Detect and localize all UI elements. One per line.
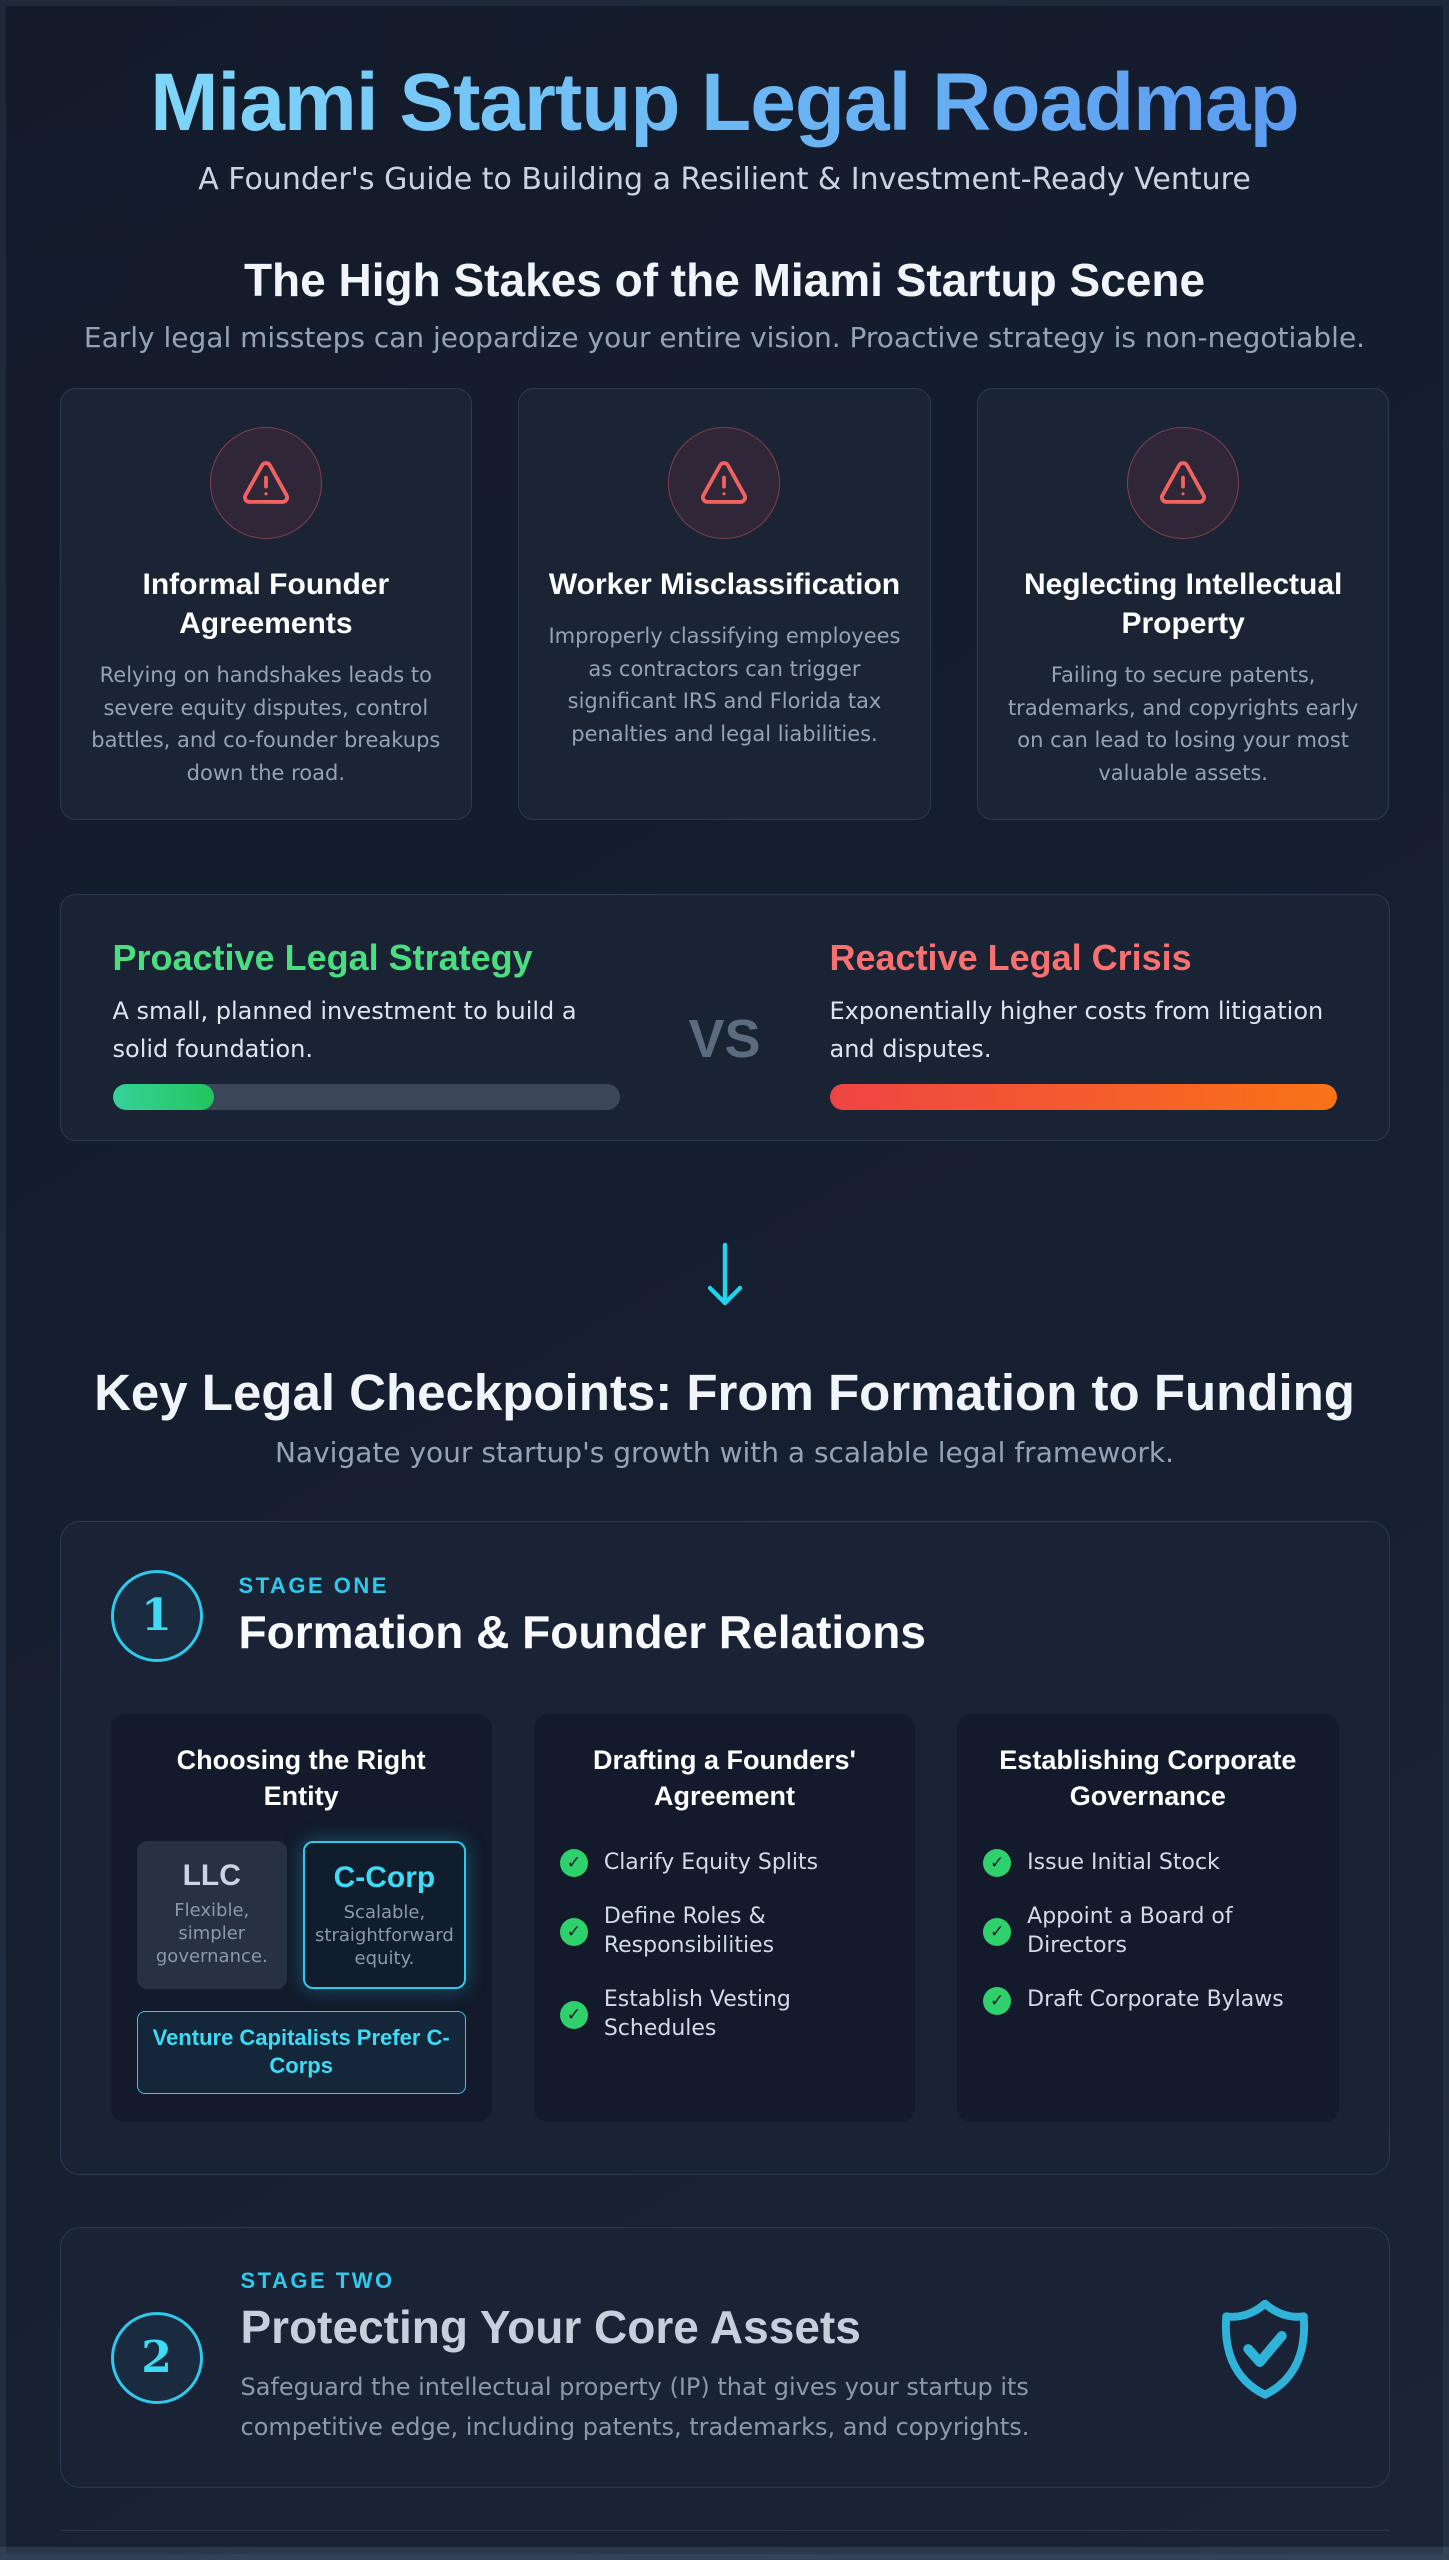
check-circle-icon: ✓	[983, 1986, 1012, 2015]
checkpoints-heading: Key Legal Checkpoints: From Formation to…	[94, 1363, 1355, 1421]
stake-card-worker-misclassification: Worker Misclassification Improperly clas…	[518, 388, 931, 821]
checklist-item-label: Draft Corporate Bylaws	[1027, 1987, 1284, 2013]
header: Miami Startup Legal Roadmap A Founder's …	[0, 0, 1449, 197]
stakes-section-head: The High Stakes of the Miami Startup Sce…	[60, 253, 1390, 354]
down-arrow-icon	[707, 1242, 742, 1305]
reactive-bar-fill	[829, 1083, 1337, 1110]
proactive-column: Proactive Legal Strategy A small, planne…	[112, 937, 620, 1110]
reactive-bar-track	[829, 1083, 1337, 1110]
stage-one-label: STAGE ONE	[238, 1572, 389, 1598]
checkpoints-section-head: Key Legal Checkpoints: From Formation to…	[60, 1363, 1390, 1469]
warning-triangle-icon	[242, 461, 289, 504]
footer: fornarolegal.com	[0, 2530, 1449, 2560]
founders-checklist: ✓ Clarify Equity Splits ✓ Define Roles &…	[559, 1848, 889, 2044]
reactive-body: Exponentially higher costs from litigati…	[829, 997, 1324, 1063]
check-circle-icon: ✓	[983, 1848, 1012, 1877]
check-circle-icon: ✓	[559, 1917, 588, 1946]
founders-card-title: Drafting a Founders' Agreement	[593, 1744, 856, 1812]
founders-agreement-card: Drafting a Founders' Agreement ✓ Clarify…	[533, 1713, 916, 2122]
ccorp-option: C-Corp Scalable, straightforward equity.	[303, 1840, 466, 1989]
vc-preference-banner: Venture Capitalists Prefer C-Corps	[136, 2010, 466, 2094]
stakes-subheading: Early legal missteps can jeopardize your…	[83, 321, 1366, 355]
reactive-column: Reactive Legal Crisis Exponentially high…	[829, 937, 1337, 1110]
llc-desc: Flexible, simpler governance.	[155, 1899, 268, 1968]
stake-card-title: Informal Founder Agreements	[142, 568, 390, 641]
stake-card-neglecting-ip: Neglecting Intellectual Property Failing…	[976, 388, 1390, 821]
checkpoints-subheading: Navigate your startup's growth with a sc…	[274, 1435, 1175, 1469]
warning-icon-circle	[668, 427, 781, 540]
governance-card-title: Establishing Corporate Governance	[999, 1744, 1297, 1812]
stage-one-header: 1 STAGE ONE Formation & Founder Relation…	[110, 1569, 1339, 1662]
checklist-item: ✓ Define Roles & Responsibilities	[559, 1903, 889, 1960]
checklist-item-label: Appoint a Board of Directors	[1027, 1904, 1233, 1958]
stage-one-grid: Choosing the Right Entity LLC Flexible, …	[110, 1713, 1339, 2122]
stake-card-body: Relying on handshakes leads to severe eq…	[91, 663, 441, 785]
governance-checklist: ✓ Issue Initial Stock ✓ Appoint a Board …	[983, 1848, 1312, 2015]
stage-two-card: 2 STAGE TWO Protecting Your Core Assets …	[59, 2226, 1390, 2489]
stake-card-founder-agreements: Informal Founder Agreements Relying on h…	[59, 388, 473, 821]
checklist-item: ✓ Clarify Equity Splits	[559, 1848, 889, 1878]
stage-two-body: Safeguard the intellectual property (IP)…	[240, 2372, 1030, 2441]
stake-card-body: Failing to secure patents, trademarks, a…	[1007, 663, 1359, 785]
reactive-title: Reactive Legal Crisis	[829, 937, 1192, 979]
stage-two-label: STAGE TWO	[240, 2267, 395, 2293]
vs-label: VS	[688, 1008, 761, 1069]
bottom-edge-strip	[0, 2547, 1449, 2560]
stage-two-number-badge: 2	[110, 2311, 203, 2404]
llc-name: LLC	[182, 1858, 241, 1892]
proactive-bar-track	[112, 1083, 620, 1110]
stage-one-heading: Formation & Founder Relations	[238, 1605, 926, 1658]
checklist-item-label: Clarify Equity Splits	[603, 1849, 819, 1875]
stake-card-title: Worker Misclassification	[548, 568, 901, 602]
check-circle-icon: ✓	[559, 2001, 588, 2029]
proactive-bar-fill	[112, 1083, 214, 1110]
warning-triangle-icon	[1160, 461, 1207, 504]
check-circle-icon: ✓	[559, 1848, 588, 1877]
proactive-body: A small, planned investment to build a s…	[112, 997, 577, 1063]
warning-icon-circle	[209, 427, 322, 540]
warning-icon-circle	[1127, 427, 1240, 540]
footer-divider	[59, 2530, 1390, 2532]
page-subtitle: A Founder's Guide to Building a Resilien…	[198, 162, 1251, 198]
checklist-item: ✓ Establish Vesting Schedules	[559, 1986, 889, 2043]
checklist-item: ✓ Issue Initial Stock	[983, 1848, 1312, 1878]
checklist-item-label: Establish Vesting Schedules	[603, 1987, 791, 2041]
stakes-cards: Informal Founder Agreements Relying on h…	[59, 388, 1390, 821]
stage-one-number-badge: 1	[110, 1569, 203, 1662]
comparison-card: Proactive Legal Strategy A small, planne…	[59, 894, 1390, 1141]
proactive-title: Proactive Legal Strategy	[112, 937, 533, 979]
check-circle-icon: ✓	[983, 1917, 1012, 1946]
checklist-item: ✓ Appoint a Board of Directors	[983, 1903, 1312, 1960]
warning-triangle-icon	[701, 461, 748, 504]
entity-choice-card: Choosing the Right Entity LLC Flexible, …	[110, 1713, 492, 2122]
checklist-item-label: Issue Initial Stock	[1027, 1849, 1220, 1875]
ccorp-name: C-Corp	[333, 1860, 436, 1894]
corporate-governance-card: Establishing Corporate Governance ✓ Issu…	[957, 1713, 1339, 2122]
ccorp-desc: Scalable, straightforward equity.	[315, 1901, 454, 1970]
section-transition	[0, 1241, 1449, 1317]
stage-two-text: STAGE TWO Protecting Your Core Assets Sa…	[241, 2268, 1171, 2447]
checklist-item-label: Define Roles & Responsibilities	[603, 1904, 775, 1958]
shield-wrap	[1209, 2295, 1321, 2421]
entity-card-title: Choosing the Right Entity	[176, 1744, 426, 1812]
checklist-item: ✓ Draft Corporate Bylaws	[983, 1986, 1312, 2015]
stage-one-card: 1 STAGE ONE Formation & Founder Relation…	[59, 1520, 1390, 2175]
shield-check-icon	[1221, 2299, 1308, 2399]
page-title: Miami Startup Legal Roadmap	[150, 57, 1300, 148]
entity-grid: LLC Flexible, simpler governance. C-Corp…	[136, 1840, 466, 1989]
stage-two-heading: Protecting Your Core Assets	[240, 2300, 861, 2353]
stakes-heading: The High Stakes of the Miami Startup Sce…	[243, 254, 1206, 307]
llc-option: LLC Flexible, simpler governance.	[136, 1840, 288, 1989]
stake-card-title: Neglecting Intellectual Property	[1023, 568, 1343, 641]
stake-card-body: Improperly classifying employees as cont…	[548, 624, 901, 746]
